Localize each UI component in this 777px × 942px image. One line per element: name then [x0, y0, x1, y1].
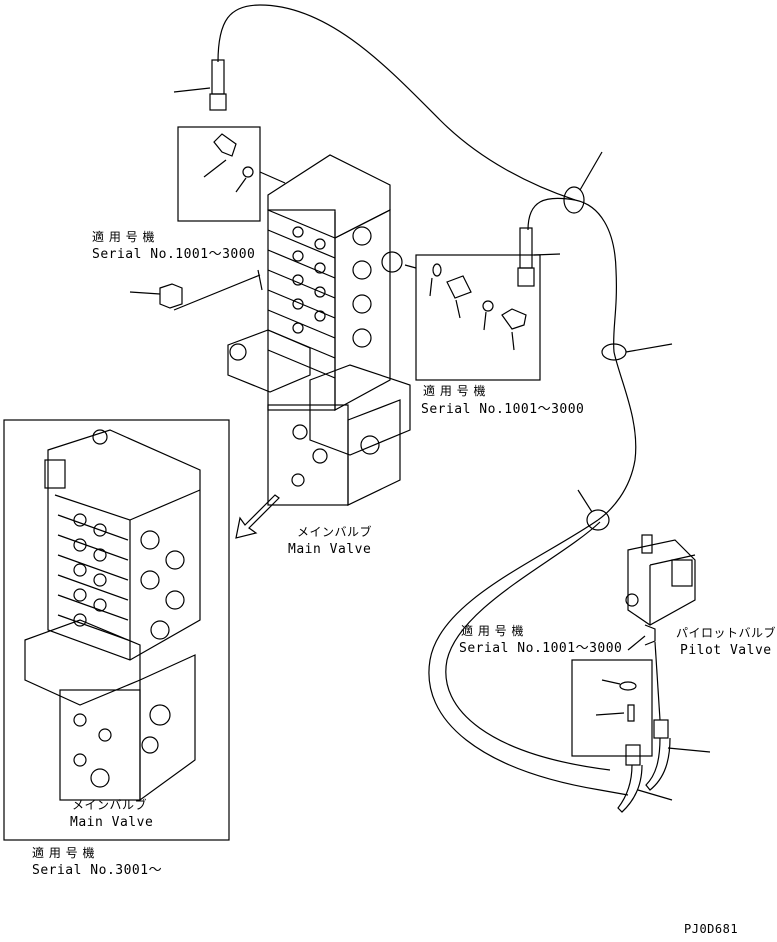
main-valve-jp-label: メインバルブ [297, 525, 373, 539]
fitting-box-pilot [571, 659, 653, 757]
pilot-hose-loop [527, 197, 637, 521]
drawing-code: PJ0D681 [684, 922, 739, 936]
hose-clamp-3 [586, 509, 610, 531]
inset-main-valve-en-label: Main Valve [70, 815, 154, 830]
applicable-label-2: 適 用 号 機 [423, 384, 486, 398]
pilot-hose-lower [428, 519, 629, 796]
pilot-valve-jp-label: パイロットバルブ [676, 626, 777, 640]
pilot-hose-upper [217, 4, 576, 201]
inset-box [3, 419, 230, 841]
serial-label-3: Serial No.1001～3000 [459, 641, 623, 656]
applicable-label-1: 適 用 号 機 [92, 230, 155, 244]
main-valve-en-label: Main Valve [288, 542, 372, 557]
hose-fitting-right [519, 227, 533, 269]
pointer-arrow [235, 494, 280, 539]
main-valve-center [227, 154, 411, 506]
serial-label-1: Serial No.1001～3000 [92, 247, 256, 262]
pilot-valve-en-label: Pilot Valve [680, 643, 772, 658]
hose-fitting-top [211, 59, 225, 95]
pilot-valve [625, 534, 696, 646]
fitting-box-left [177, 126, 261, 222]
applicable-label-4: 適 用 号 機 [32, 846, 95, 860]
applicable-label-3: 適 用 号 機 [461, 624, 524, 638]
fitting-box-right [415, 254, 541, 381]
serial-label-2: Serial No.1001～3000 [421, 402, 585, 417]
inset-main-valve-jp-label: メインバルブ [72, 798, 148, 812]
pilot-hose-outer [445, 521, 611, 771]
main-valve-inset [24, 429, 201, 802]
hose-clamp-1 [563, 186, 585, 214]
serial-label-4: Serial No.3001～ [32, 863, 163, 878]
fitting-left [159, 283, 183, 309]
